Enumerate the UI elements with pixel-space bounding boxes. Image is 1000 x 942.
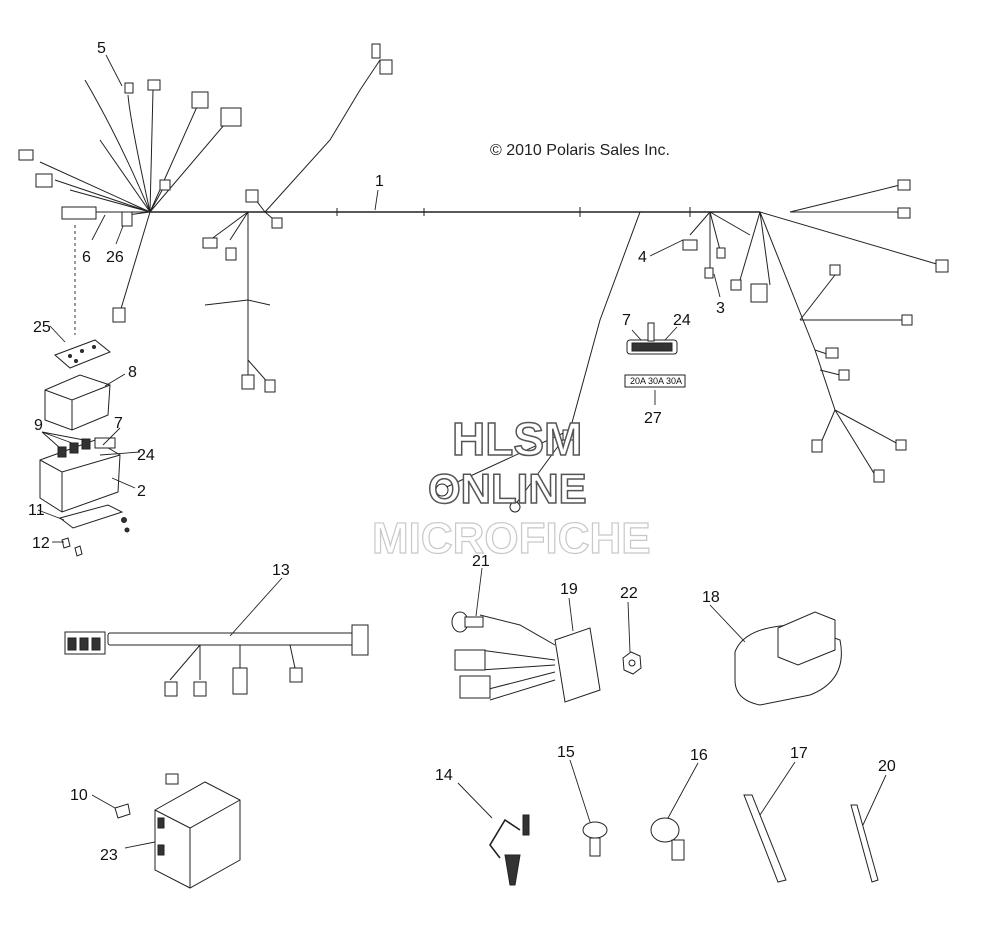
callout-4: 4 (638, 249, 647, 266)
screw-12 (61, 537, 83, 557)
mounting-bracket-11 (58, 504, 130, 533)
fuse-box-2 (39, 437, 121, 513)
callout-14: 14 (435, 767, 453, 784)
copyright-text: © 2010 Polaris Sales Inc. (490, 142, 670, 159)
fuse-label-27: 20A 30A 30A (624, 374, 686, 388)
callout-9: 9 (34, 417, 43, 434)
callout-6: 6 (82, 249, 91, 266)
callout-17: 17 (790, 745, 808, 762)
callout-24-left: 24 (137, 447, 155, 464)
callout-13: 13 (272, 562, 290, 579)
edge-clip-15 (582, 821, 608, 857)
watermark-line3: MICROFICHE (372, 514, 651, 563)
callout-15: 15 (557, 744, 575, 761)
relay-module-19 (454, 614, 601, 703)
callout-16: 16 (690, 747, 708, 764)
callout-1: 1 (375, 173, 384, 190)
callout-numbers: 1 2 3 4 5 6 7 7 8 9 10 11 12 13 14 15 16… (28, 40, 896, 864)
callout-5: 5 (97, 40, 106, 57)
clip-14 (489, 814, 530, 886)
callout-25: 25 (33, 319, 51, 336)
fuse-label-text: 20A 30A 30A (630, 376, 682, 386)
watermark-line1: HLSM (452, 413, 582, 465)
ecu-23 (154, 773, 241, 889)
callout-11: 11 (28, 502, 45, 519)
callout-10: 10 (70, 787, 88, 804)
leader-lines (37, 54, 887, 849)
harness-connectors (18, 43, 949, 513)
module-18 (734, 611, 842, 706)
callout-20: 20 (878, 758, 896, 775)
callout-7-left: 7 (114, 415, 123, 432)
screw-10 (114, 803, 131, 819)
callout-18: 18 (702, 589, 720, 606)
fuse-cover-decal-25 (54, 339, 111, 369)
callout-21: 21 (472, 553, 490, 570)
callout-12: 12 (32, 535, 50, 552)
watermark: HLSM ONLINE MICROFICHE (371, 412, 651, 563)
loop-clamp-16 (650, 817, 685, 861)
push-rivet-21 (451, 611, 484, 633)
callout-19: 19 (560, 581, 578, 598)
watermark-line2: ONLINE (428, 465, 587, 512)
cable-tie-17 (743, 794, 787, 883)
callout-24-right: 24 (673, 312, 691, 329)
callout-7-right: 7 (622, 312, 631, 329)
fuse-box-cover-8 (44, 374, 111, 431)
callout-23: 23 (100, 847, 118, 864)
callout-2: 2 (137, 483, 146, 500)
callout-26: 26 (106, 249, 124, 266)
callout-3: 3 (716, 300, 725, 317)
nut-22 (622, 651, 642, 675)
callout-27: 27 (644, 410, 662, 427)
cable-tie-20 (850, 804, 879, 883)
sub-harness-13 (64, 624, 369, 697)
callout-22: 22 (620, 585, 638, 602)
relay-7-24 (626, 322, 678, 355)
callout-8: 8 (128, 364, 137, 381)
